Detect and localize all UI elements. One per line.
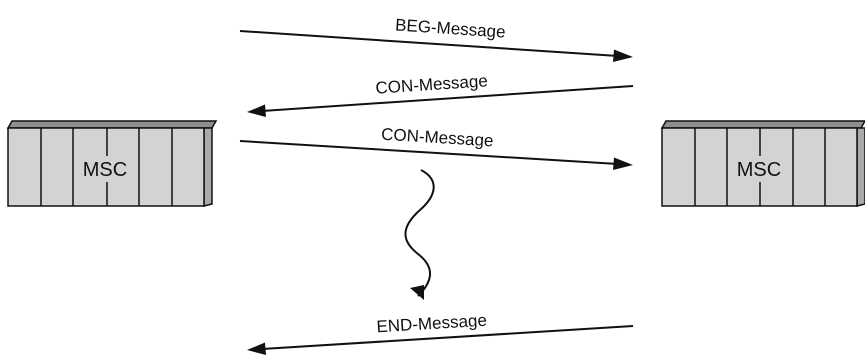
left-msc-label: MSC [83,159,127,181]
wavy-arrow-head [410,285,424,300]
message-arrow-end: END-Message [247,311,634,355]
arrow-line [261,325,634,350]
arrow-line [261,85,634,112]
message-arrow-con-forward: CON-Message [239,125,633,170]
right-rack-top [660,120,865,129]
arrow-head [247,342,266,355]
message-label: END-Message [376,311,488,337]
arrow-head [247,104,266,117]
time-lapse-wavy-line [404,169,435,300]
left-msc-rack: MSC [6,120,218,207]
arrow-line [239,140,619,165]
message-label: BEG-Message [395,15,507,41]
message-arrow-con-return: CON-Message [247,71,634,117]
wavy-line [404,169,435,297]
left-rack-top [6,120,218,129]
left-rack-side [203,127,213,207]
right-msc-rack: MSC [660,120,865,207]
left-msc-label-bg [78,156,134,182]
right-msc-label: MSC [737,159,781,181]
arrow-line [239,30,619,57]
message-label: CON-Message [381,125,494,151]
message-arrow-beg: BEG-Message [239,15,633,62]
message-label: CON-Message [375,71,488,97]
right-rack-side [856,127,865,207]
right-msc-label-bg [731,156,787,182]
arrow-head [613,157,633,170]
arrow-head [613,49,633,62]
